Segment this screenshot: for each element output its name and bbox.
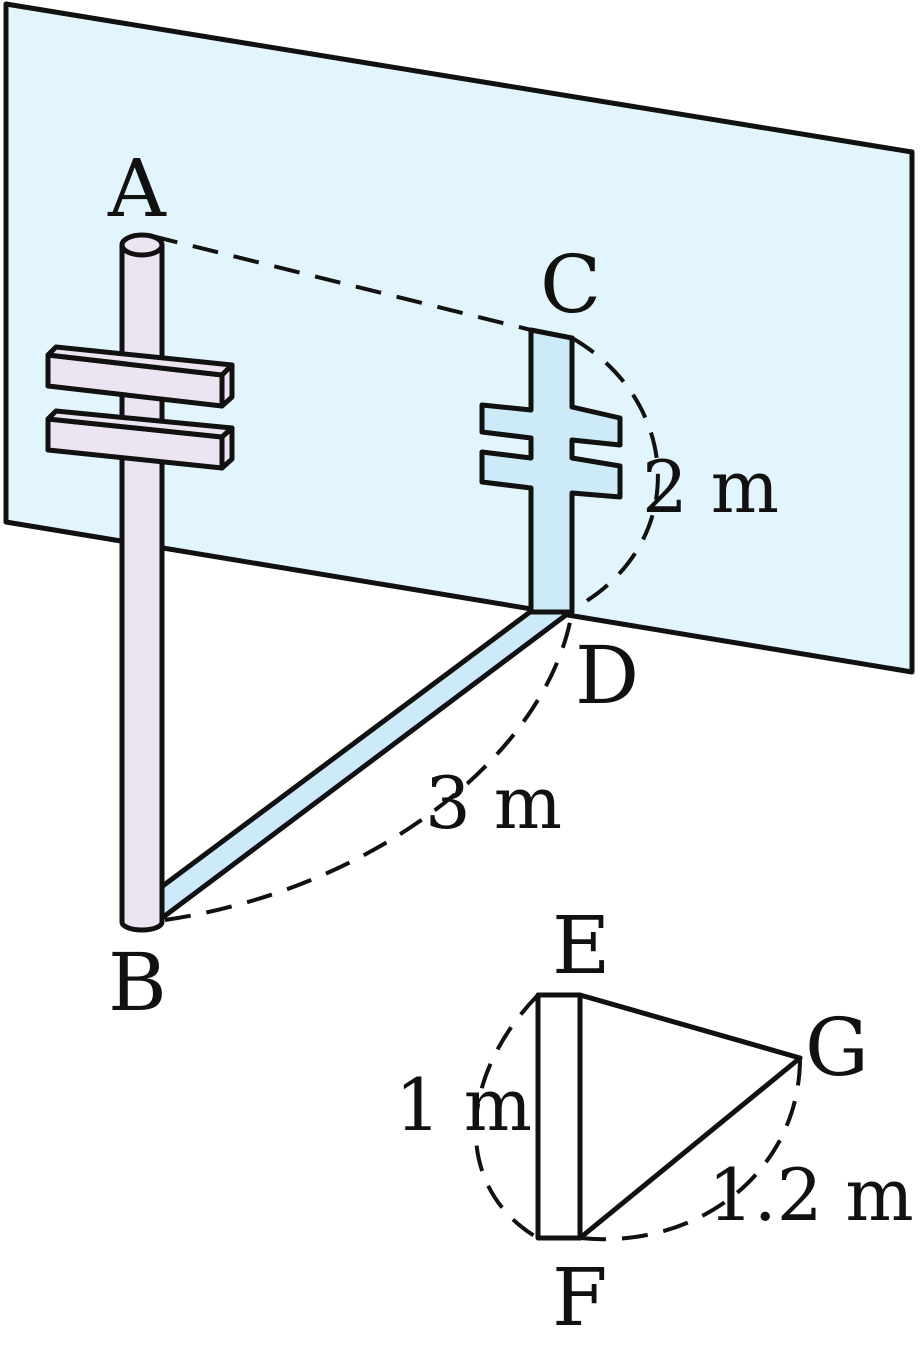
arc-cd <box>571 336 660 607</box>
wall-plane <box>3 1 915 675</box>
edge-eg <box>577 992 803 1061</box>
arc-ef <box>473 993 540 1240</box>
sign-lower-side <box>219 425 235 471</box>
rod-ef <box>535 992 583 1241</box>
pole-body <box>119 242 165 933</box>
reference-triangle <box>535 992 803 1241</box>
edge-fg <box>577 1055 803 1241</box>
label-e: E <box>552 899 610 992</box>
light-ray-ac <box>151 234 532 332</box>
label-f: F <box>552 1251 608 1344</box>
label-c: C <box>540 238 601 331</box>
pole-signs <box>45 344 235 471</box>
pole <box>119 232 165 933</box>
measure-cd: 2 m <box>642 445 779 529</box>
label-d: D <box>575 629 639 722</box>
sign-upper-side <box>219 362 235 409</box>
label-a: A <box>107 142 167 235</box>
label-g: G <box>805 1001 869 1094</box>
measure-fg: 1.2 m <box>708 1153 914 1237</box>
label-b: B <box>108 936 167 1029</box>
arc-fg <box>579 1057 802 1242</box>
measure-bd: 3 m <box>425 761 562 845</box>
wall-shadow <box>479 327 623 615</box>
arc-bd <box>164 621 572 922</box>
measure-ef: 1 m <box>395 1063 532 1147</box>
pole-top <box>119 232 165 258</box>
